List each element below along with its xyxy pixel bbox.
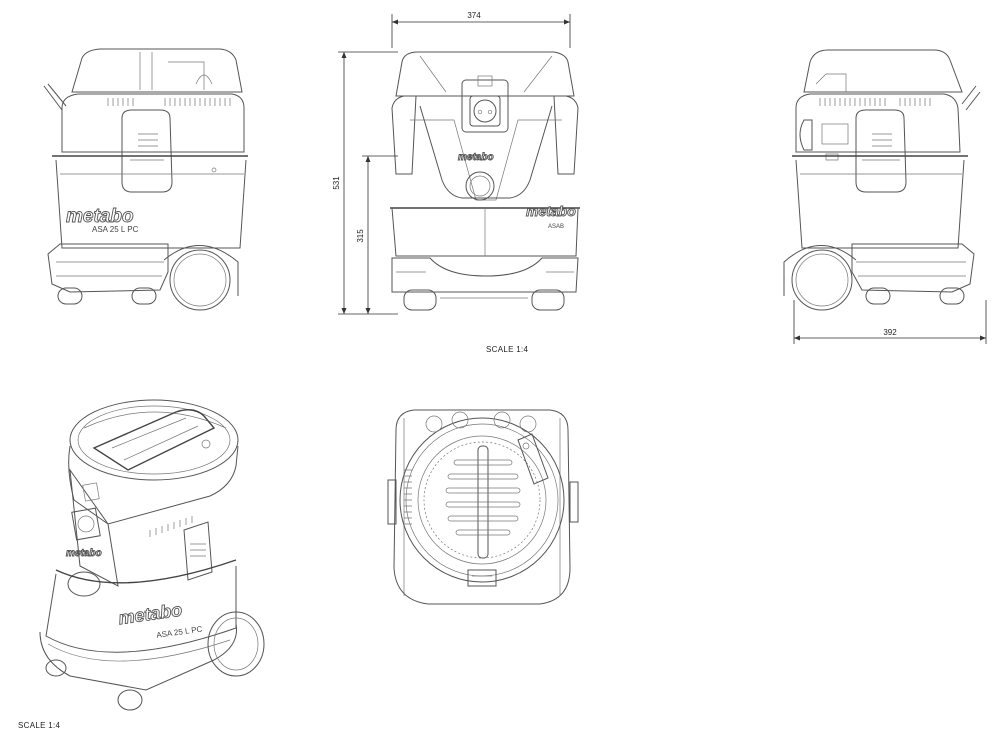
scale-label-bottom: SCALE 1:4	[18, 721, 61, 730]
lower-height-value: 315	[356, 229, 365, 243]
front-model-partial: ASAB	[548, 224, 564, 230]
front-brand-logo: metabo	[458, 152, 494, 163]
dimension-side-depth: 392	[793, 300, 987, 344]
top-view	[387, 409, 579, 605]
front-width-value: 374	[467, 11, 481, 20]
isometric-view: metabo metabo ASA 25 L PC	[39, 399, 265, 711]
front-view: metabo metabo ASAB	[390, 51, 580, 311]
iso-front-logo: metabo	[66, 548, 102, 559]
dimension-overall-height: 531	[332, 51, 398, 315]
scale-label-top: SCALE 1:4	[486, 345, 529, 354]
model-label: ASA 25 L PC	[92, 225, 139, 234]
right-side-view	[783, 49, 981, 311]
overall-height-value: 531	[332, 176, 341, 190]
left-side-view: metabo ASA 25 L PC	[43, 48, 248, 311]
dimension-front-width: 374	[391, 11, 571, 48]
iso-brand-logo: metabo	[117, 600, 183, 629]
brand-logo: metabo	[66, 206, 134, 227]
dimension-lower-height: 315	[356, 155, 398, 314]
iso-model-label: ASA 25 L PC	[156, 624, 203, 639]
front-side-logo: metabo	[526, 203, 576, 219]
side-depth-value: 392	[883, 328, 897, 337]
